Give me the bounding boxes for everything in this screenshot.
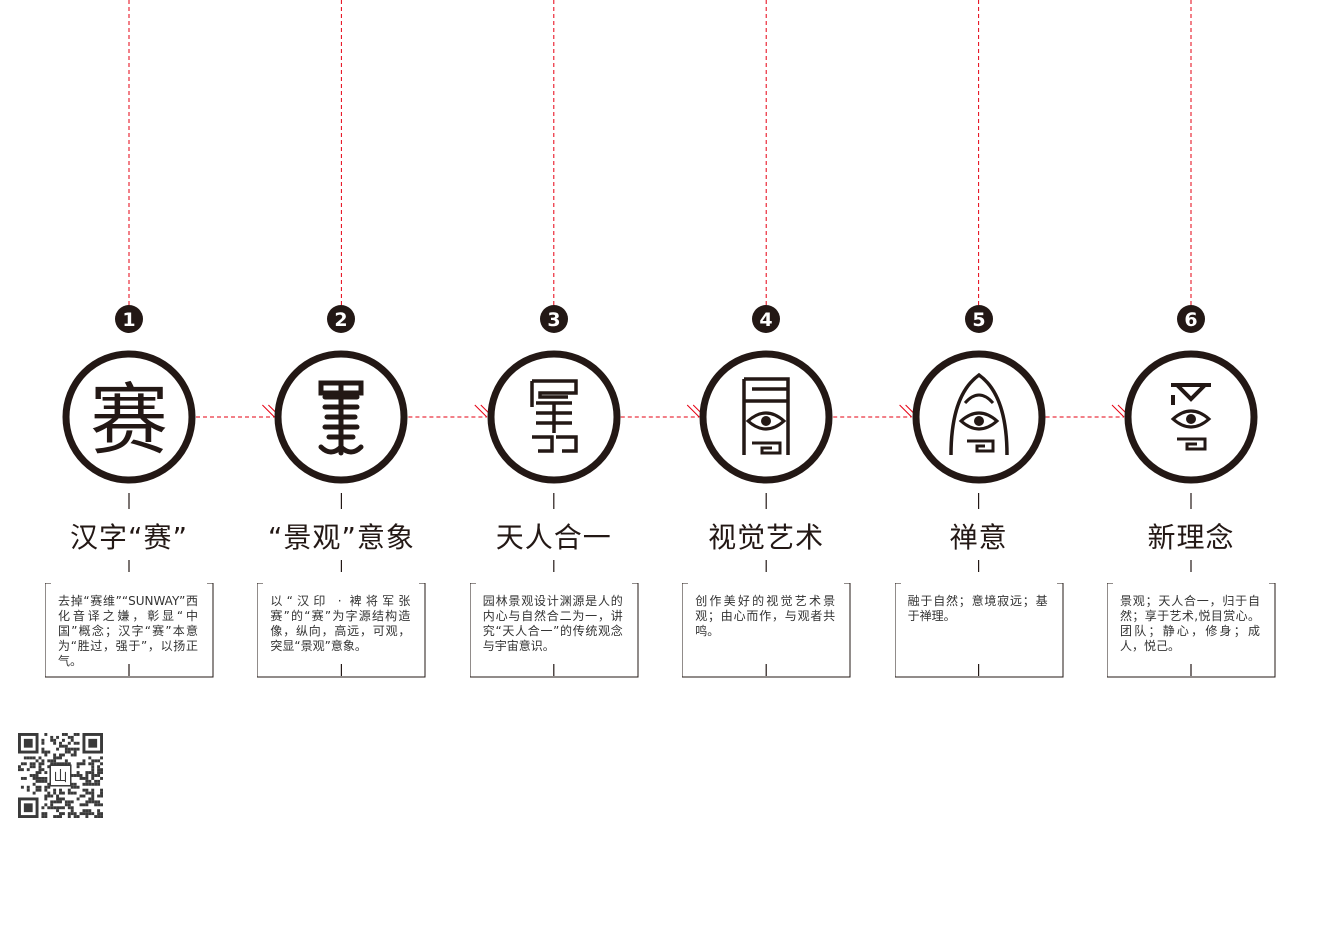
step-title: 汉字“赛” <box>69 521 188 554</box>
step-number-badge <box>327 305 356 333</box>
step-graphic: 1赛 <box>62 305 196 484</box>
geometric-sai-icon <box>530 379 578 453</box>
seal-script-sai-icon <box>318 380 364 456</box>
hanzi-sai-icon: 赛 <box>90 376 168 466</box>
step-graphic: 3 <box>487 305 621 484</box>
description-box <box>257 583 426 678</box>
arch-eye-icon <box>948 372 1009 456</box>
step-number: 5 <box>972 309 985 331</box>
step-number: 3 <box>547 309 560 331</box>
step-number-badge <box>1177 305 1205 333</box>
process-step: 4 视觉艺术创作美好的视觉艺术景观；由心而作，与观者共鸣。 <box>660 0 872 700</box>
description-box <box>469 583 639 678</box>
step-graphic: 4 <box>699 305 833 484</box>
step-title: 天人合一 <box>495 521 612 554</box>
step-description: 去掉“赛维”“SUNWAY”西化音译之嫌，彰显“中国”概念；汉字“赛”本意为“胜… <box>58 594 198 668</box>
step-description: 创作美好的视觉艺术景观；由心而作，与观者共鸣。 <box>695 594 836 638</box>
process-step: 6 新理念景观；天人合一，归于自然；享于艺术,悦目赏心。团队；静心，修身；成人，悦… <box>1085 0 1297 700</box>
eye-sai-icon <box>742 377 790 455</box>
step-number: 6 <box>1184 309 1197 331</box>
process-step: 3 天人合一园林景观设计渊源是人的内心与自然合二为一，讲究“天人合一”的传统观念与… <box>448 0 660 700</box>
step-description: 园林景观设计渊源是人的内心与自然合二为一，讲究“天人合一”的传统观念与宇宙意识。 <box>482 594 623 653</box>
process-step: 2 “景观”意象以“汉印 · 裨将军张赛”的“赛”为字源结构造像，纵向，高远，可观… <box>235 0 447 700</box>
step-number-badge <box>115 305 143 333</box>
step-graphic: 2 <box>274 305 408 484</box>
process-step: 5 禅意融于自然；意境寂远；基于禅理。 <box>873 0 1085 700</box>
step-number: 4 <box>760 309 773 331</box>
step-title: “景观”意象 <box>267 521 415 554</box>
step-number-badge <box>752 305 781 333</box>
step-title: 禅意 <box>949 521 1008 554</box>
description-box <box>682 583 851 678</box>
emblem-ring <box>62 350 196 484</box>
description-box <box>45 583 214 678</box>
step-title: 新理念 <box>1147 521 1235 554</box>
step-description: 融于自然；意境寂远；基于禅理。 <box>907 594 1048 623</box>
step-graphic: 6 <box>1124 305 1258 484</box>
step-graphic: 5 <box>912 305 1046 484</box>
qr-code-icon: 山 <box>18 733 103 818</box>
qr-logo-glyph: 山 <box>54 769 68 785</box>
step-number-badge <box>964 305 993 333</box>
step-description: 以“汉印 · 裨将军张赛”的“赛”为字源结构造像，纵向，高远，可观，突显“景观”… <box>270 594 411 653</box>
final-logo-icon <box>1170 383 1212 451</box>
description-box <box>1107 583 1276 678</box>
step-number: 1 <box>122 309 135 331</box>
step-number: 2 <box>335 309 348 331</box>
step-title: 视觉艺术 <box>708 521 825 554</box>
emblem-glyph: 赛 <box>90 376 168 466</box>
description-box <box>894 583 1064 678</box>
step-number-badge <box>539 305 568 333</box>
step-description: 景观；天人合一，归于自然；享于艺术,悦目赏心。团队；静心，修身；成人，悦己。 <box>1120 594 1260 653</box>
